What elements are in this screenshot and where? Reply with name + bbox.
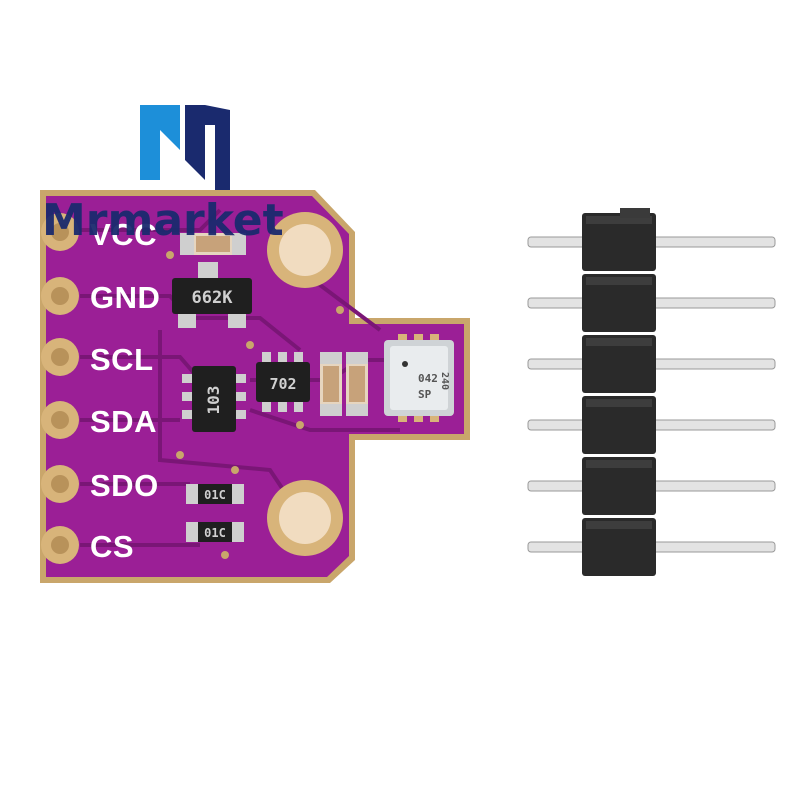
pin-label-gnd: GND	[90, 280, 160, 315]
level-shifter-marking: 103	[204, 386, 223, 415]
level-shifter-chip: 103	[182, 366, 246, 432]
pad-sda	[41, 401, 79, 439]
header-pin	[527, 335, 776, 393]
pin-label-sda: SDA	[90, 404, 157, 439]
regulator-marking: 662K	[192, 288, 234, 308]
logo-text: Mrmarket	[42, 195, 284, 246]
brand-logo: Mrmarket	[42, 105, 284, 246]
header-pin	[527, 518, 776, 576]
header-pin	[527, 457, 776, 515]
header-pin	[527, 274, 776, 332]
pad-gnd	[41, 277, 79, 315]
capacitor-top	[180, 233, 246, 255]
pcb-board: VCC GND SCL SDA SDO CS 662K	[40, 190, 470, 583]
resistor-1-marking: 01C	[204, 488, 226, 502]
pin-label-sdo: SDO	[90, 468, 159, 503]
mounting-hole-top	[267, 212, 343, 288]
pin-label-scl: SCL	[90, 342, 154, 377]
regulator-chip: 662K	[172, 262, 252, 328]
pin-label-cs: CS	[90, 529, 134, 564]
sensor-marking-line2: SP	[418, 388, 432, 401]
resistor-1: 01C	[186, 484, 244, 504]
header-top-tab	[620, 208, 650, 218]
pad-scl	[41, 338, 79, 376]
header-pins	[527, 208, 776, 576]
header-pin	[527, 213, 776, 271]
pad-cs	[41, 526, 79, 564]
pcb-vias	[166, 251, 344, 559]
mounting-hole-bottom	[267, 480, 343, 556]
capacitor-pair	[320, 352, 368, 416]
mosfet-marking: 702	[269, 375, 296, 393]
resistor-2: 01C	[186, 522, 244, 542]
pin-pads	[41, 213, 79, 564]
logo-mark-icon	[140, 105, 230, 190]
pad-vcc	[41, 213, 79, 251]
sensor-marking-line1: 042	[418, 372, 438, 385]
sensor-marking-side: 240	[439, 372, 450, 390]
pin-header	[527, 208, 776, 576]
board-solder-mask	[46, 196, 464, 577]
pin-label-vcc: VCC	[90, 217, 157, 252]
resistor-2-marking: 01C	[204, 526, 226, 540]
pad-sdo	[41, 465, 79, 503]
mosfet-chip: 702	[256, 352, 310, 412]
header-pin	[527, 396, 776, 454]
sensor-chip: 042 SP 240	[384, 334, 454, 422]
